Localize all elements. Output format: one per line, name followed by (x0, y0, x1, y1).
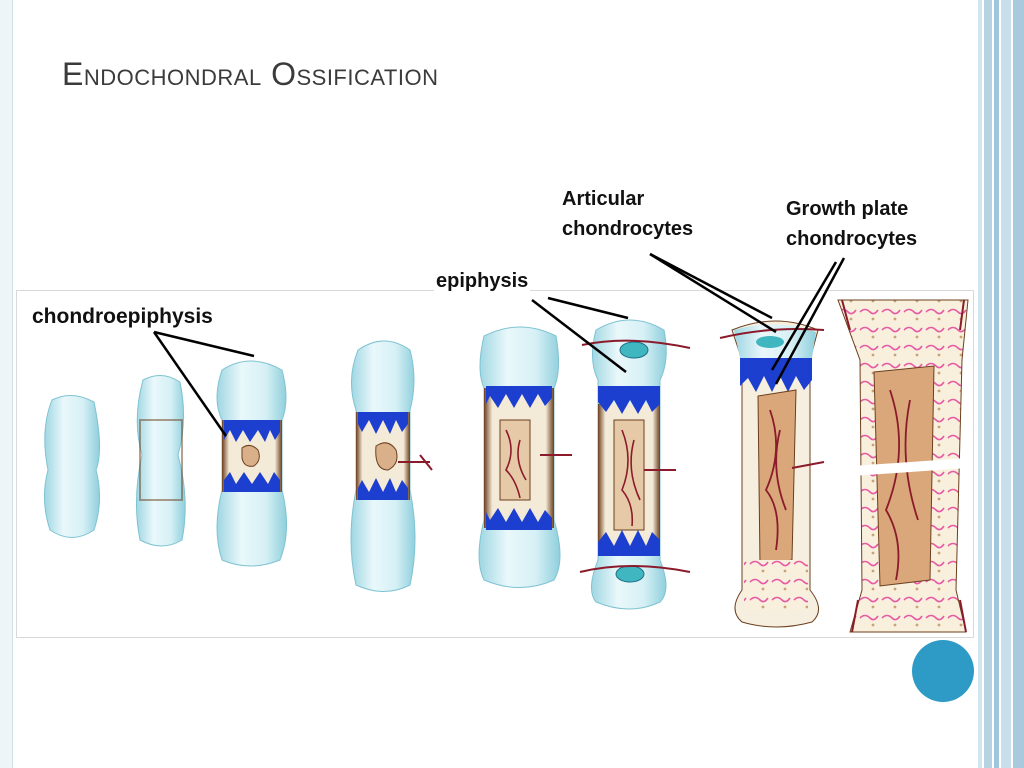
label-chondroepiphysis-text: chondroepiphysis (32, 305, 213, 328)
leader-lines (152, 252, 846, 437)
epiphysis-leader-1 (547, 296, 629, 320)
slide-progress-circle-icon (912, 640, 974, 702)
label-articular-chondrocytes: Articular chondrocytes (562, 184, 693, 244)
label-articular-line-2: chondrocytes (562, 218, 694, 240)
left-frame-stripe (0, 0, 13, 768)
label-growth-plate-line-1: Growth plate (786, 198, 909, 220)
stage-7-growth-plate (719, 320, 825, 628)
stage-2-cartilage-model (135, 375, 186, 547)
label-epiphysis-text: epiphysis (436, 270, 529, 292)
epiphysis-leader-2 (531, 299, 627, 373)
stage-3-primary-center (216, 360, 288, 567)
label-articular-line-1: Articular (562, 188, 645, 210)
stage-6-secondary-centers (579, 319, 691, 610)
label-growth-plate-chondrocytes: Growth plate chondrocytes (786, 194, 917, 254)
stage-8-mature-bone (837, 299, 971, 633)
stage-1-cartilage-model (44, 395, 101, 538)
articular-leader-2 (649, 252, 773, 320)
label-growth-plate-line-2: chondrocytes (786, 228, 918, 250)
articular-leader-1 (649, 252, 777, 334)
growth-plate-leader-1 (774, 257, 846, 385)
right-frame-stripes (978, 0, 1024, 768)
chondroepiphysis-leader-1 (153, 330, 255, 358)
growth-plate-leader-2 (770, 261, 838, 371)
slide-title: Endochondral Ossification (62, 56, 439, 92)
chondroepiphysis-leader-2 (152, 331, 228, 437)
stage-5-marrow-cavity (478, 326, 572, 588)
label-chondroepiphysis: chondroepiphysis (32, 302, 213, 332)
stage-4-vascular-invasion (350, 340, 433, 592)
label-epiphysis: epiphysis (434, 266, 531, 296)
